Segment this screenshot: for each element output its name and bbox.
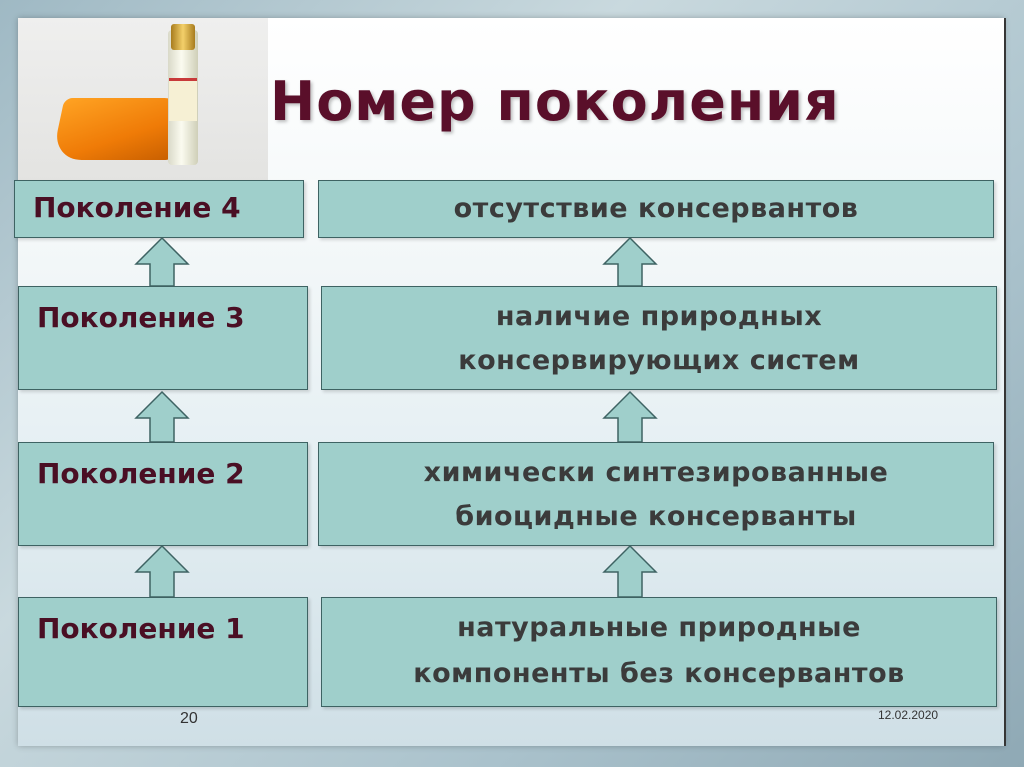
generation-3-description-box: наличие природных консервирующих систем	[321, 286, 997, 390]
generation-4-box: Поколение 4	[14, 180, 304, 238]
up-arrow-icon	[134, 544, 190, 598]
generation-3-description-line-2: консервирующих систем	[458, 345, 860, 376]
up-arrow-icon	[134, 390, 190, 443]
generation-1-description-line-2: компоненты без консервантов	[413, 658, 905, 689]
frame-border	[1002, 18, 1006, 746]
generation-2-description-line-2: биоцидные консерванты	[455, 501, 857, 532]
generation-2-description-box: химически синтезированные биоцидные конс…	[318, 442, 994, 546]
generation-1-description-line-1: натуральные природные	[457, 612, 861, 643]
bottle-label-image	[169, 78, 197, 121]
generation-1-box: Поколение 1	[18, 597, 308, 707]
generation-2-label: Поколение 2	[37, 457, 245, 490]
up-arrow-icon	[134, 236, 190, 287]
slide-title: Номер поколения	[270, 70, 840, 133]
up-arrow-icon	[602, 236, 658, 287]
product-photo	[18, 18, 268, 183]
up-arrow-icon	[602, 390, 658, 443]
bottle-cap-image	[171, 24, 195, 50]
generation-2-box: Поколение 2	[18, 442, 308, 546]
generation-4-description-box: отсутствие консервантов	[318, 180, 994, 238]
page-number: 20	[180, 710, 198, 727]
generation-4-description-line-1: отсутствие консервантов	[453, 193, 859, 224]
generation-2-description-line-1: химически синтезированные	[423, 457, 889, 488]
generation-3-label: Поколение 3	[37, 301, 245, 334]
generation-3-box: Поколение 3	[18, 286, 308, 390]
generation-4-label: Поколение 4	[33, 191, 241, 224]
slide-date: 12.02.2020	[878, 708, 939, 722]
generation-1-label: Поколение 1	[37, 612, 245, 645]
orange-pouch-image	[51, 98, 185, 160]
generation-3-description-line-1: наличие природных	[495, 301, 823, 332]
up-arrow-icon	[602, 544, 658, 598]
generation-1-description-box: натуральные природные компоненты без кон…	[321, 597, 997, 707]
